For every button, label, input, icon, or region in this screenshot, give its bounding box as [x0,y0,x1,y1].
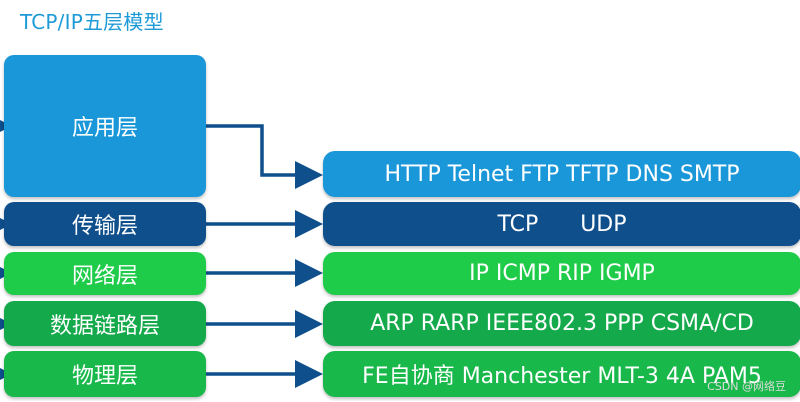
layer-datalink-label: 数据链路层 [49,313,160,339]
protocols-physical: FE自协商 Manchester MLT-3 4A PAM5 [323,351,800,397]
protocols-transport-label: TCP UDP [497,211,627,237]
layer-transport-label: 传输层 [71,214,138,239]
protocols-network: IP ICMP RIP IGMP [323,252,800,295]
watermark: CSDN @网络豆 [707,380,786,393]
protocols-application-label: HTTP Telnet FTP TFTP DNS SMTP [384,161,740,187]
layer-application: 应用层 [4,55,206,197]
layer-transport: 传输层 [4,202,206,246]
diagram-title: TCP/IP五层模型 [20,10,164,34]
layer-datalink: 数据链路层 [4,301,206,346]
layer-network-label: 网络层 [71,263,138,289]
protocols-datalink: ARP RARP IEEE802.3 PPP CSMA/CD [323,301,800,346]
layer-network: 网络层 [4,252,206,295]
layer-physical: 物理层 [4,351,206,397]
protocols-transport: TCP UDP [323,202,800,246]
protocols-datalink-label: ARP RARP IEEE802.3 PPP CSMA/CD [370,311,754,336]
protocols-application: HTTP Telnet FTP TFTP DNS SMTP [323,151,800,197]
protocols-network-label: IP ICMP RIP IGMP [469,261,655,286]
layer-physical-label: 物理层 [71,364,138,389]
protocols-physical-label: FE自协商 Manchester MLT-3 4A PAM5 [362,364,762,389]
layer-application-label: 应用层 [71,116,138,141]
arrow-application [206,124,323,189]
